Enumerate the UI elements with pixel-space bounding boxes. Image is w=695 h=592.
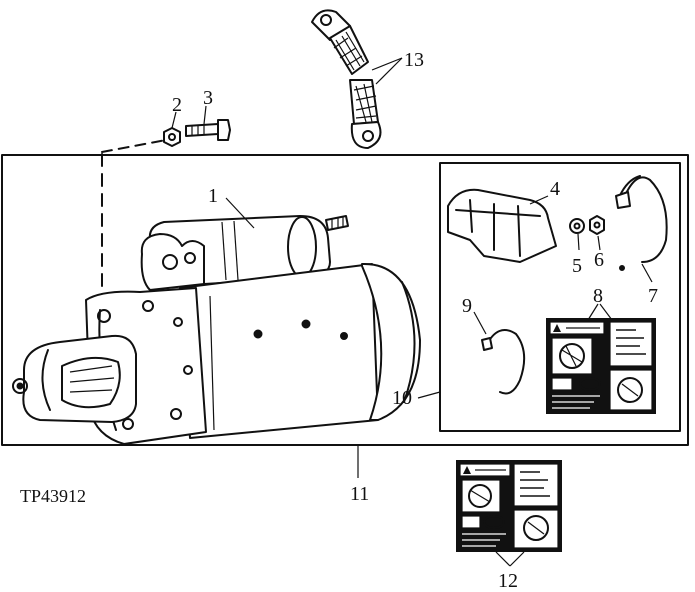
washer-part-5 xyxy=(569,218,585,234)
callout-8: 8 xyxy=(593,285,603,307)
callout-6-leader xyxy=(597,235,601,251)
callout-11: 11 xyxy=(350,483,369,505)
safety-decal-part-8 xyxy=(546,318,656,414)
repair-kit-inner-box xyxy=(439,162,681,432)
kit-outer-box xyxy=(1,154,689,446)
callout-5: 5 xyxy=(572,255,582,277)
callout-10-leader xyxy=(417,391,441,399)
callout-7-leader xyxy=(641,263,653,283)
starter-motor-part-1 xyxy=(12,215,421,445)
band-clamp-part-7 xyxy=(615,175,668,271)
callout-7: 7 xyxy=(648,285,658,307)
bolt-part-3 xyxy=(185,119,231,141)
safety-decal-part-12 xyxy=(456,460,562,552)
callout-12-leaders xyxy=(495,551,525,567)
nut-part-2 xyxy=(163,127,181,147)
figure-reference-code: TP43912 xyxy=(20,486,86,506)
callout-9-leader xyxy=(473,311,487,335)
callout-4: 4 xyxy=(550,178,560,200)
callout-6: 6 xyxy=(594,249,604,271)
callout-1-leader xyxy=(225,197,255,229)
callout-10: 10 xyxy=(392,387,412,409)
callout-4-leader xyxy=(529,195,549,205)
callout-3: 3 xyxy=(203,87,213,109)
callout-13: 13 xyxy=(404,49,424,71)
callout-2: 2 xyxy=(172,94,182,116)
boot-part-4 xyxy=(447,188,557,263)
callout-5-leader xyxy=(577,233,580,251)
callout-3-leader xyxy=(203,105,207,125)
callout-12: 12 xyxy=(498,570,518,592)
callout-13-leaders xyxy=(371,57,403,85)
mounting-alignment-dashes xyxy=(101,139,167,297)
callout-8-leaders xyxy=(587,303,613,321)
callout-2-leader xyxy=(171,111,177,129)
battery-cable-part-13 xyxy=(311,9,382,149)
callout-1: 1 xyxy=(208,185,218,207)
snap-ring-part-9 xyxy=(481,329,526,395)
callout-9: 9 xyxy=(462,295,472,317)
nut-part-6 xyxy=(589,215,605,235)
